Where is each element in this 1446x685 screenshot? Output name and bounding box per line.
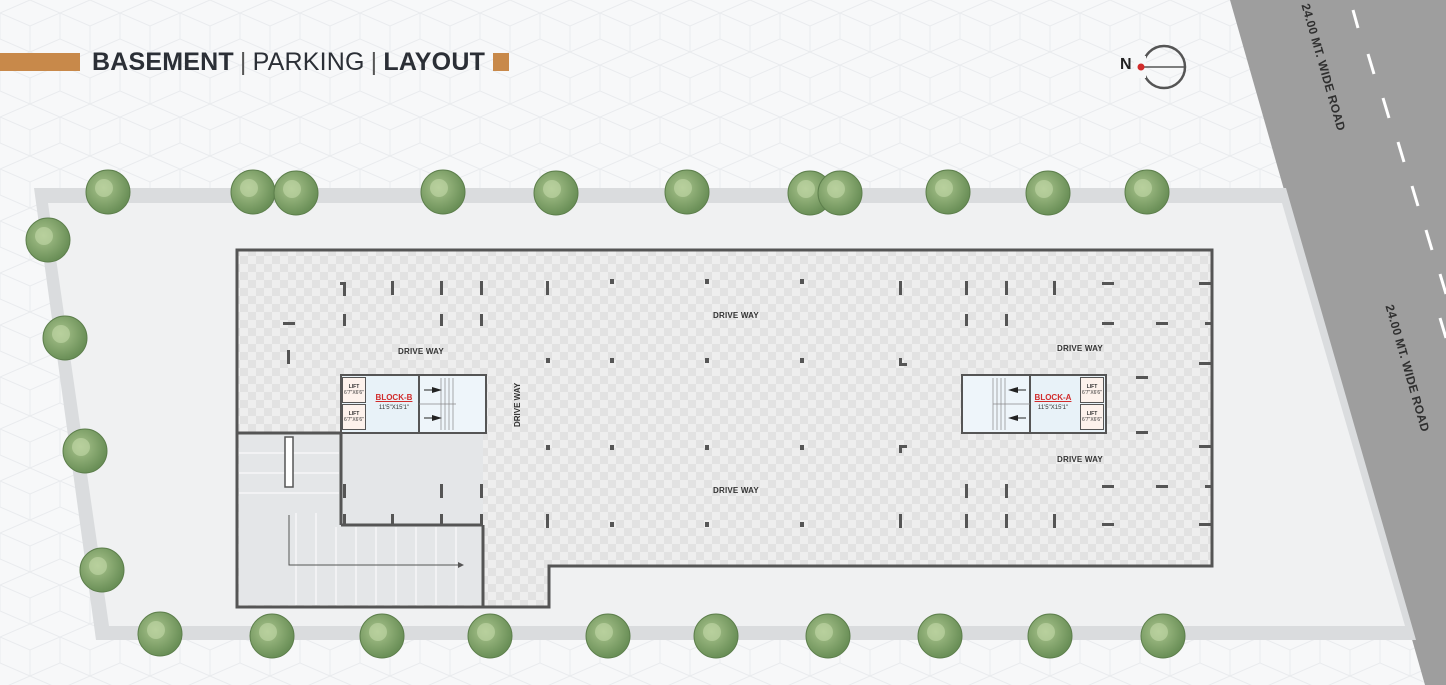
tree-highlight xyxy=(935,179,953,197)
tree-highlight xyxy=(72,438,90,456)
block-b-label: BLOCK-B 11'5"X15'1" xyxy=(372,393,416,411)
ramp xyxy=(239,433,483,605)
tree-highlight xyxy=(147,621,165,639)
road xyxy=(1230,0,1446,685)
driveway-label-left: DRIVE WAY xyxy=(398,347,444,356)
title-layout: LAYOUT xyxy=(383,47,486,76)
block-a-name: BLOCK-A xyxy=(1034,393,1072,402)
title-separator: | xyxy=(239,47,247,76)
tree-highlight xyxy=(477,623,495,641)
tree-highlight xyxy=(797,180,815,198)
tree-highlight xyxy=(89,557,107,575)
compass-icon xyxy=(1134,44,1187,90)
compass-north-label: N xyxy=(1120,56,1132,73)
driveway-label-vertical: DRIVE WAY xyxy=(513,382,522,427)
title-separator: | xyxy=(370,47,378,76)
tree-highlight xyxy=(927,623,945,641)
tree-highlight xyxy=(369,623,387,641)
tree-highlight xyxy=(595,623,613,641)
block-b-name: BLOCK-B xyxy=(375,393,413,402)
tree-highlight xyxy=(240,179,258,197)
tree-highlight xyxy=(35,227,53,245)
tree-highlight xyxy=(52,325,70,343)
block-a-dims: 11'5"X15'1" xyxy=(1037,405,1069,411)
tree-highlight xyxy=(430,179,448,197)
title-accent-bar xyxy=(0,53,80,71)
tree-highlight xyxy=(815,623,833,641)
tree-highlight xyxy=(674,179,692,197)
driveway-label-bottom: DRIVE WAY xyxy=(713,486,759,495)
tree-highlight xyxy=(1134,179,1152,197)
tree-highlight xyxy=(259,623,277,641)
tree-highlight xyxy=(703,623,721,641)
block-a-label: BLOCK-A 11'5"X15'1" xyxy=(1031,393,1075,411)
tree-highlight xyxy=(1037,623,1055,641)
driveway-label-top: DRIVE WAY xyxy=(713,311,759,320)
driveway-label-right-upper: DRIVE WAY xyxy=(1057,344,1103,353)
page-title: BASEMENT|PARKING|LAYOUT xyxy=(0,44,510,80)
title-basement: BASEMENT xyxy=(92,47,234,76)
title-accent-square xyxy=(493,53,510,71)
tree-highlight xyxy=(827,180,845,198)
tree-highlight xyxy=(1035,180,1053,198)
compass: N xyxy=(1120,44,1190,90)
tree-highlight xyxy=(543,180,561,198)
block-b-dims: 11'5"X15'1" xyxy=(378,405,410,411)
title-parking: PARKING xyxy=(252,47,365,76)
tree-highlight xyxy=(1150,623,1168,641)
tree-highlight xyxy=(95,179,113,197)
driveway-label-right-lower: DRIVE WAY xyxy=(1057,455,1103,464)
tree-highlight xyxy=(283,180,301,198)
